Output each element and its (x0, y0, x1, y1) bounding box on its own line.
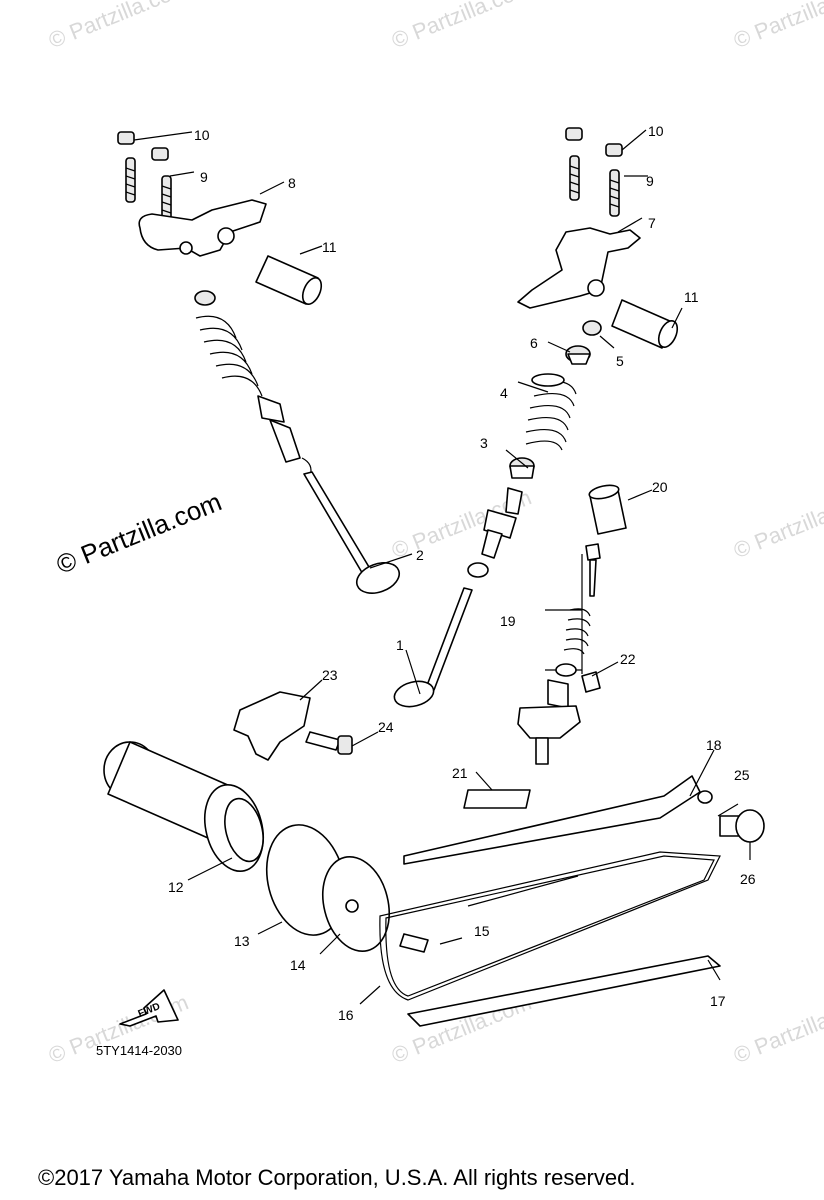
callout-5: 5 (616, 353, 624, 369)
callout-2: 2 (416, 547, 424, 563)
cap-icon (588, 484, 627, 535)
callout-23: 23 (322, 667, 338, 683)
adjusting-screw-icon (569, 155, 620, 217)
camshaft-icon (103, 741, 264, 873)
callout-9-left: 9 (200, 169, 208, 185)
callout-12: 12 (168, 879, 184, 895)
callout-4: 4 (500, 385, 508, 401)
retainer-icon (565, 345, 591, 365)
rocker-hole (179, 241, 193, 255)
cam-chain-tensioner-icon (517, 679, 581, 765)
callout-7: 7 (648, 215, 656, 231)
leader-line (133, 129, 751, 1005)
callout-26: 26 (740, 871, 756, 887)
callout-1: 1 (396, 637, 404, 653)
callout-15: 15 (474, 923, 490, 939)
callout-10-right: 10 (648, 123, 664, 139)
callout-13: 13 (234, 933, 250, 949)
callout-3: 3 (480, 435, 488, 451)
callout-8: 8 (288, 175, 296, 191)
o-ring-icon (555, 663, 577, 677)
callout-21: 21 (452, 765, 468, 781)
callout-16: 16 (338, 1007, 354, 1023)
cam-chain-icon (379, 851, 721, 1001)
adjusting-screw-icon (125, 157, 172, 221)
callout-6: 6 (530, 335, 538, 351)
valve-guide-icon (481, 487, 523, 559)
bolt-icon (585, 543, 601, 597)
chain-guide-icon (403, 775, 721, 1027)
tensioner-spring-icon (563, 608, 591, 655)
callout-14: 14 (290, 957, 306, 973)
nut-icon (117, 131, 169, 161)
o-ring-icon (467, 562, 489, 578)
nut-icon (565, 127, 623, 157)
rocker-shaft-icon (611, 299, 679, 349)
rocker-shaft-icon (255, 255, 323, 305)
valve-spring-icon (525, 373, 577, 451)
rocker-arm-icon (517, 227, 641, 309)
bolt-head (337, 735, 353, 755)
copyright-text: ©2017 Yamaha Motor Corporation, U.S.A. A… (38, 1165, 636, 1190)
callout-25: 25 (734, 767, 750, 783)
bolt-icon (399, 933, 429, 953)
callout-22: 22 (620, 651, 636, 667)
callout-19: 19 (500, 613, 516, 629)
callout-9-right: 9 (646, 173, 654, 189)
callout-24: 24 (378, 719, 394, 735)
rocker-arm-icon (138, 199, 267, 257)
callout-20: 20 (652, 479, 668, 495)
guide-bolt-icon (697, 790, 765, 843)
cotter-icon (582, 320, 602, 336)
intake-valve-icon (393, 587, 473, 708)
callout-11-left: 11 (322, 239, 337, 255)
diagram-code: 5TY1414-2030 (96, 1043, 183, 1058)
cam-sprocket-icon (322, 855, 390, 953)
gasket-icon (463, 789, 531, 809)
bracket-plate-icon (233, 691, 311, 761)
valve-seal-icon (509, 457, 535, 479)
bolt-icon (305, 731, 341, 751)
callout-11-right: 11 (684, 289, 699, 305)
fwd-arrow-icon (119, 989, 179, 1027)
callout-18: 18 (706, 737, 722, 753)
rocker-hole (587, 279, 605, 297)
bolt-icon (581, 671, 601, 693)
callout-17: 17 (710, 993, 726, 1009)
exhaust-valve-icon (303, 471, 401, 594)
valve-spring-icon (194, 290, 301, 463)
callout-10-left: 10 (194, 127, 210, 143)
bracket-line (545, 554, 583, 674)
rocker-hole (217, 227, 235, 245)
